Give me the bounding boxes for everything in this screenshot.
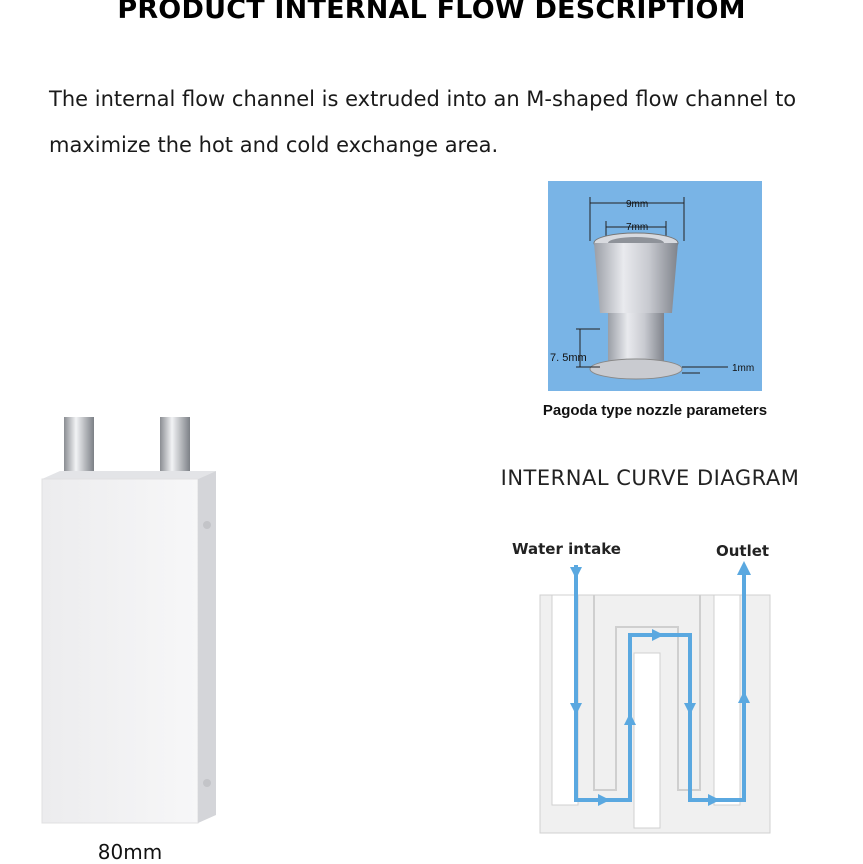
- nozzle-inner-dim: 7mm: [626, 222, 648, 233]
- dimension-label: 80mm: [97, 840, 163, 864]
- page-title: PRODUCT INTERNAL FLOW DESCRIPTIOM: [117, 0, 746, 25]
- water-block-image: [30, 405, 230, 835]
- curve-diagram-title: INTERNAL CURVE DIAGRAM: [500, 466, 800, 490]
- description-text: The internal flow channel is extruded in…: [49, 87, 797, 157]
- water-intake-label: Water intake: [512, 540, 621, 558]
- nozzle-figure: 9mm 7mm 7. 5mm 1mm: [548, 181, 762, 391]
- nozzle-caption: Pagoda type nozzle parameters: [542, 402, 768, 419]
- internal-curve-diagram: [539, 561, 771, 834]
- nozzle-flange-dim: 1mm: [732, 363, 754, 374]
- nozzle-illustration: 9mm 7mm 7. 5mm 1mm: [550, 197, 754, 380]
- nozzle-outer-dim: 9mm: [626, 199, 648, 210]
- nozzle-height-dim: 7. 5mm: [550, 352, 587, 364]
- outlet-label: Outlet: [716, 542, 770, 560]
